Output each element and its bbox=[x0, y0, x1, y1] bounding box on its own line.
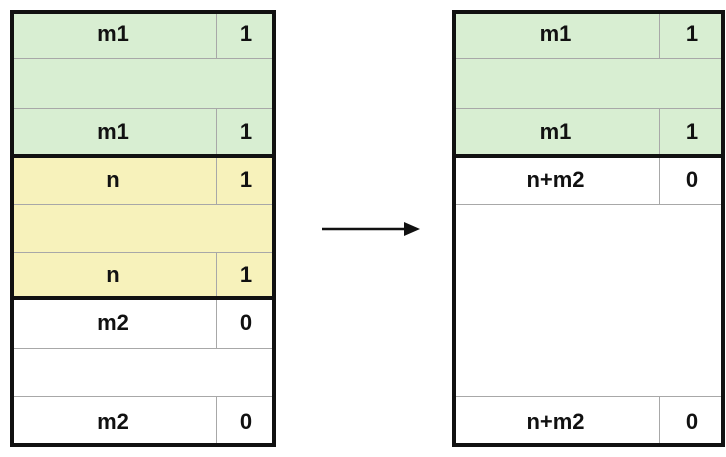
left-m2-header-size: m2 bbox=[10, 298, 216, 348]
grid-line bbox=[10, 58, 276, 59]
grid-line bbox=[452, 58, 725, 59]
grid-line bbox=[452, 108, 725, 109]
right-heap: m1 1 m1 1 n+m2 0 n+m2 0 bbox=[452, 10, 725, 447]
left-m1-header-flag: 1 bbox=[216, 10, 276, 58]
left-n-payload bbox=[10, 204, 276, 252]
heap-border bbox=[10, 443, 276, 447]
left-n-footer-size: n bbox=[10, 252, 216, 298]
left-m1-header-size: m1 bbox=[10, 10, 216, 58]
right-coalesced-footer-flag: 0 bbox=[659, 396, 725, 447]
right-m1-footer-flag: 1 bbox=[659, 108, 725, 156]
right-coalesced-footer-size: n+m2 bbox=[452, 396, 659, 447]
grid-line bbox=[216, 10, 217, 58]
block-divider bbox=[10, 154, 276, 158]
right-m1-header-flag: 1 bbox=[659, 10, 725, 58]
right-coalesced-header-size: n+m2 bbox=[452, 156, 659, 204]
left-n-header-size: n bbox=[10, 156, 216, 204]
grid-line bbox=[452, 204, 725, 205]
heap-border bbox=[10, 10, 14, 447]
right-m1-footer-size: m1 bbox=[452, 108, 659, 156]
left-m2-header-flag: 0 bbox=[216, 298, 276, 348]
heap-border bbox=[452, 443, 725, 447]
heap-border bbox=[272, 10, 276, 447]
left-n-header-flag: 1 bbox=[216, 156, 276, 204]
right-coalesced-header-flag: 0 bbox=[659, 156, 725, 204]
left-n-footer-flag: 1 bbox=[216, 252, 276, 298]
grid-line bbox=[659, 10, 660, 58]
grid-line bbox=[216, 396, 217, 447]
grid-line bbox=[10, 348, 276, 349]
left-m2-footer-flag: 0 bbox=[216, 396, 276, 447]
left-m1-payload bbox=[10, 58, 276, 108]
grid-line bbox=[216, 252, 217, 348]
grid-line bbox=[10, 252, 276, 253]
left-m1-footer-flag: 1 bbox=[216, 108, 276, 156]
grid-line bbox=[452, 396, 725, 397]
right-arrow-icon bbox=[322, 222, 420, 236]
heap-border bbox=[721, 10, 725, 447]
heap-border bbox=[452, 10, 456, 447]
grid-line bbox=[10, 396, 276, 397]
left-m1-footer-size: m1 bbox=[10, 108, 216, 156]
right-m1-header-size: m1 bbox=[452, 10, 659, 58]
block-divider bbox=[452, 154, 725, 158]
grid-line bbox=[10, 204, 276, 205]
grid-line bbox=[10, 108, 276, 109]
right-coalesced-payload bbox=[452, 204, 725, 396]
grid-line bbox=[659, 396, 660, 447]
heap-border bbox=[10, 10, 276, 14]
left-heap: m1 1 m1 1 n 1 n 1 m2 0 m2 0 bbox=[10, 10, 276, 447]
left-m2-payload bbox=[10, 348, 276, 396]
heap-border bbox=[452, 10, 725, 14]
right-m1-payload bbox=[452, 58, 725, 108]
block-divider bbox=[10, 296, 276, 300]
left-m2-footer-size: m2 bbox=[10, 396, 216, 447]
